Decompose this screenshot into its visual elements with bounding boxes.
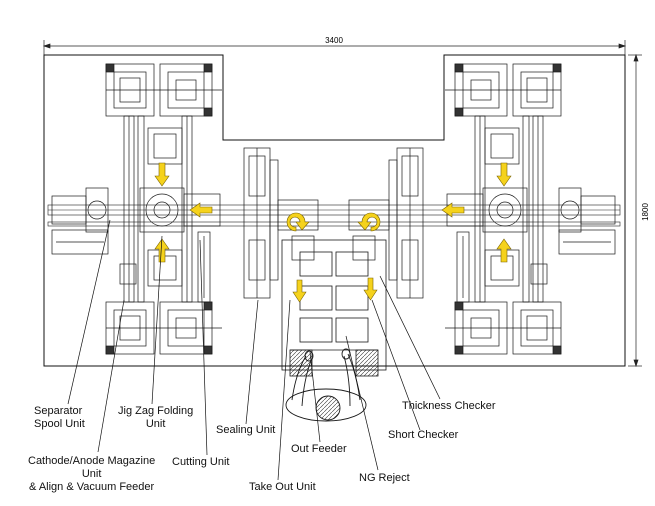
width-dimension-line — [42, 40, 627, 56]
label-thickness-checker: Thickness Checker — [402, 400, 496, 412]
arrow-down-out-feeder — [292, 279, 307, 303]
left-module — [51, 63, 222, 355]
height-dimension-line — [628, 53, 642, 368]
arrow-up-left-bottom — [154, 238, 170, 263]
leader-lines — [67, 219, 441, 481]
right-module — [445, 63, 616, 355]
label-cathode-anode-magazine: Cathode/Anode Magazine Unit & Align & Va… — [28, 455, 156, 493]
sealing-units — [243, 147, 424, 299]
label-out-feeder: Out Feeder — [291, 443, 347, 455]
label-short-checker: Short Checker — [388, 429, 459, 441]
arrow-down-right-top — [496, 162, 512, 187]
central-conveyor — [47, 204, 621, 227]
tray-area — [281, 239, 387, 377]
label-sealing-unit: Sealing Unit — [216, 424, 276, 436]
label-cutting-unit: Cutting Unit — [172, 456, 230, 468]
label-jig-zag-folding-unit: Jig Zag Folding Unit — [118, 405, 194, 430]
arrow-up-right-bottom — [496, 238, 512, 263]
center-transfer — [277, 199, 390, 261]
machine-outline — [43, 54, 626, 367]
arrow-down-ng-reject — [363, 277, 378, 301]
width-dimension-label: 3400 — [325, 36, 343, 45]
arrow-curved-left — [286, 212, 310, 232]
arrow-curved-right — [357, 212, 381, 232]
label-take-out-unit: Take Out Unit — [249, 481, 316, 493]
flow-arrows — [154, 162, 512, 303]
arrow-left-center-right — [441, 202, 465, 218]
label-ng-reject: NG Reject — [359, 472, 410, 484]
height-dimension-label: 1800 — [641, 203, 650, 221]
label-separator-spool-unit: Separator Spool Unit — [34, 405, 85, 430]
arrow-left-center-left — [189, 202, 213, 218]
arrow-down-left-top — [154, 162, 170, 187]
